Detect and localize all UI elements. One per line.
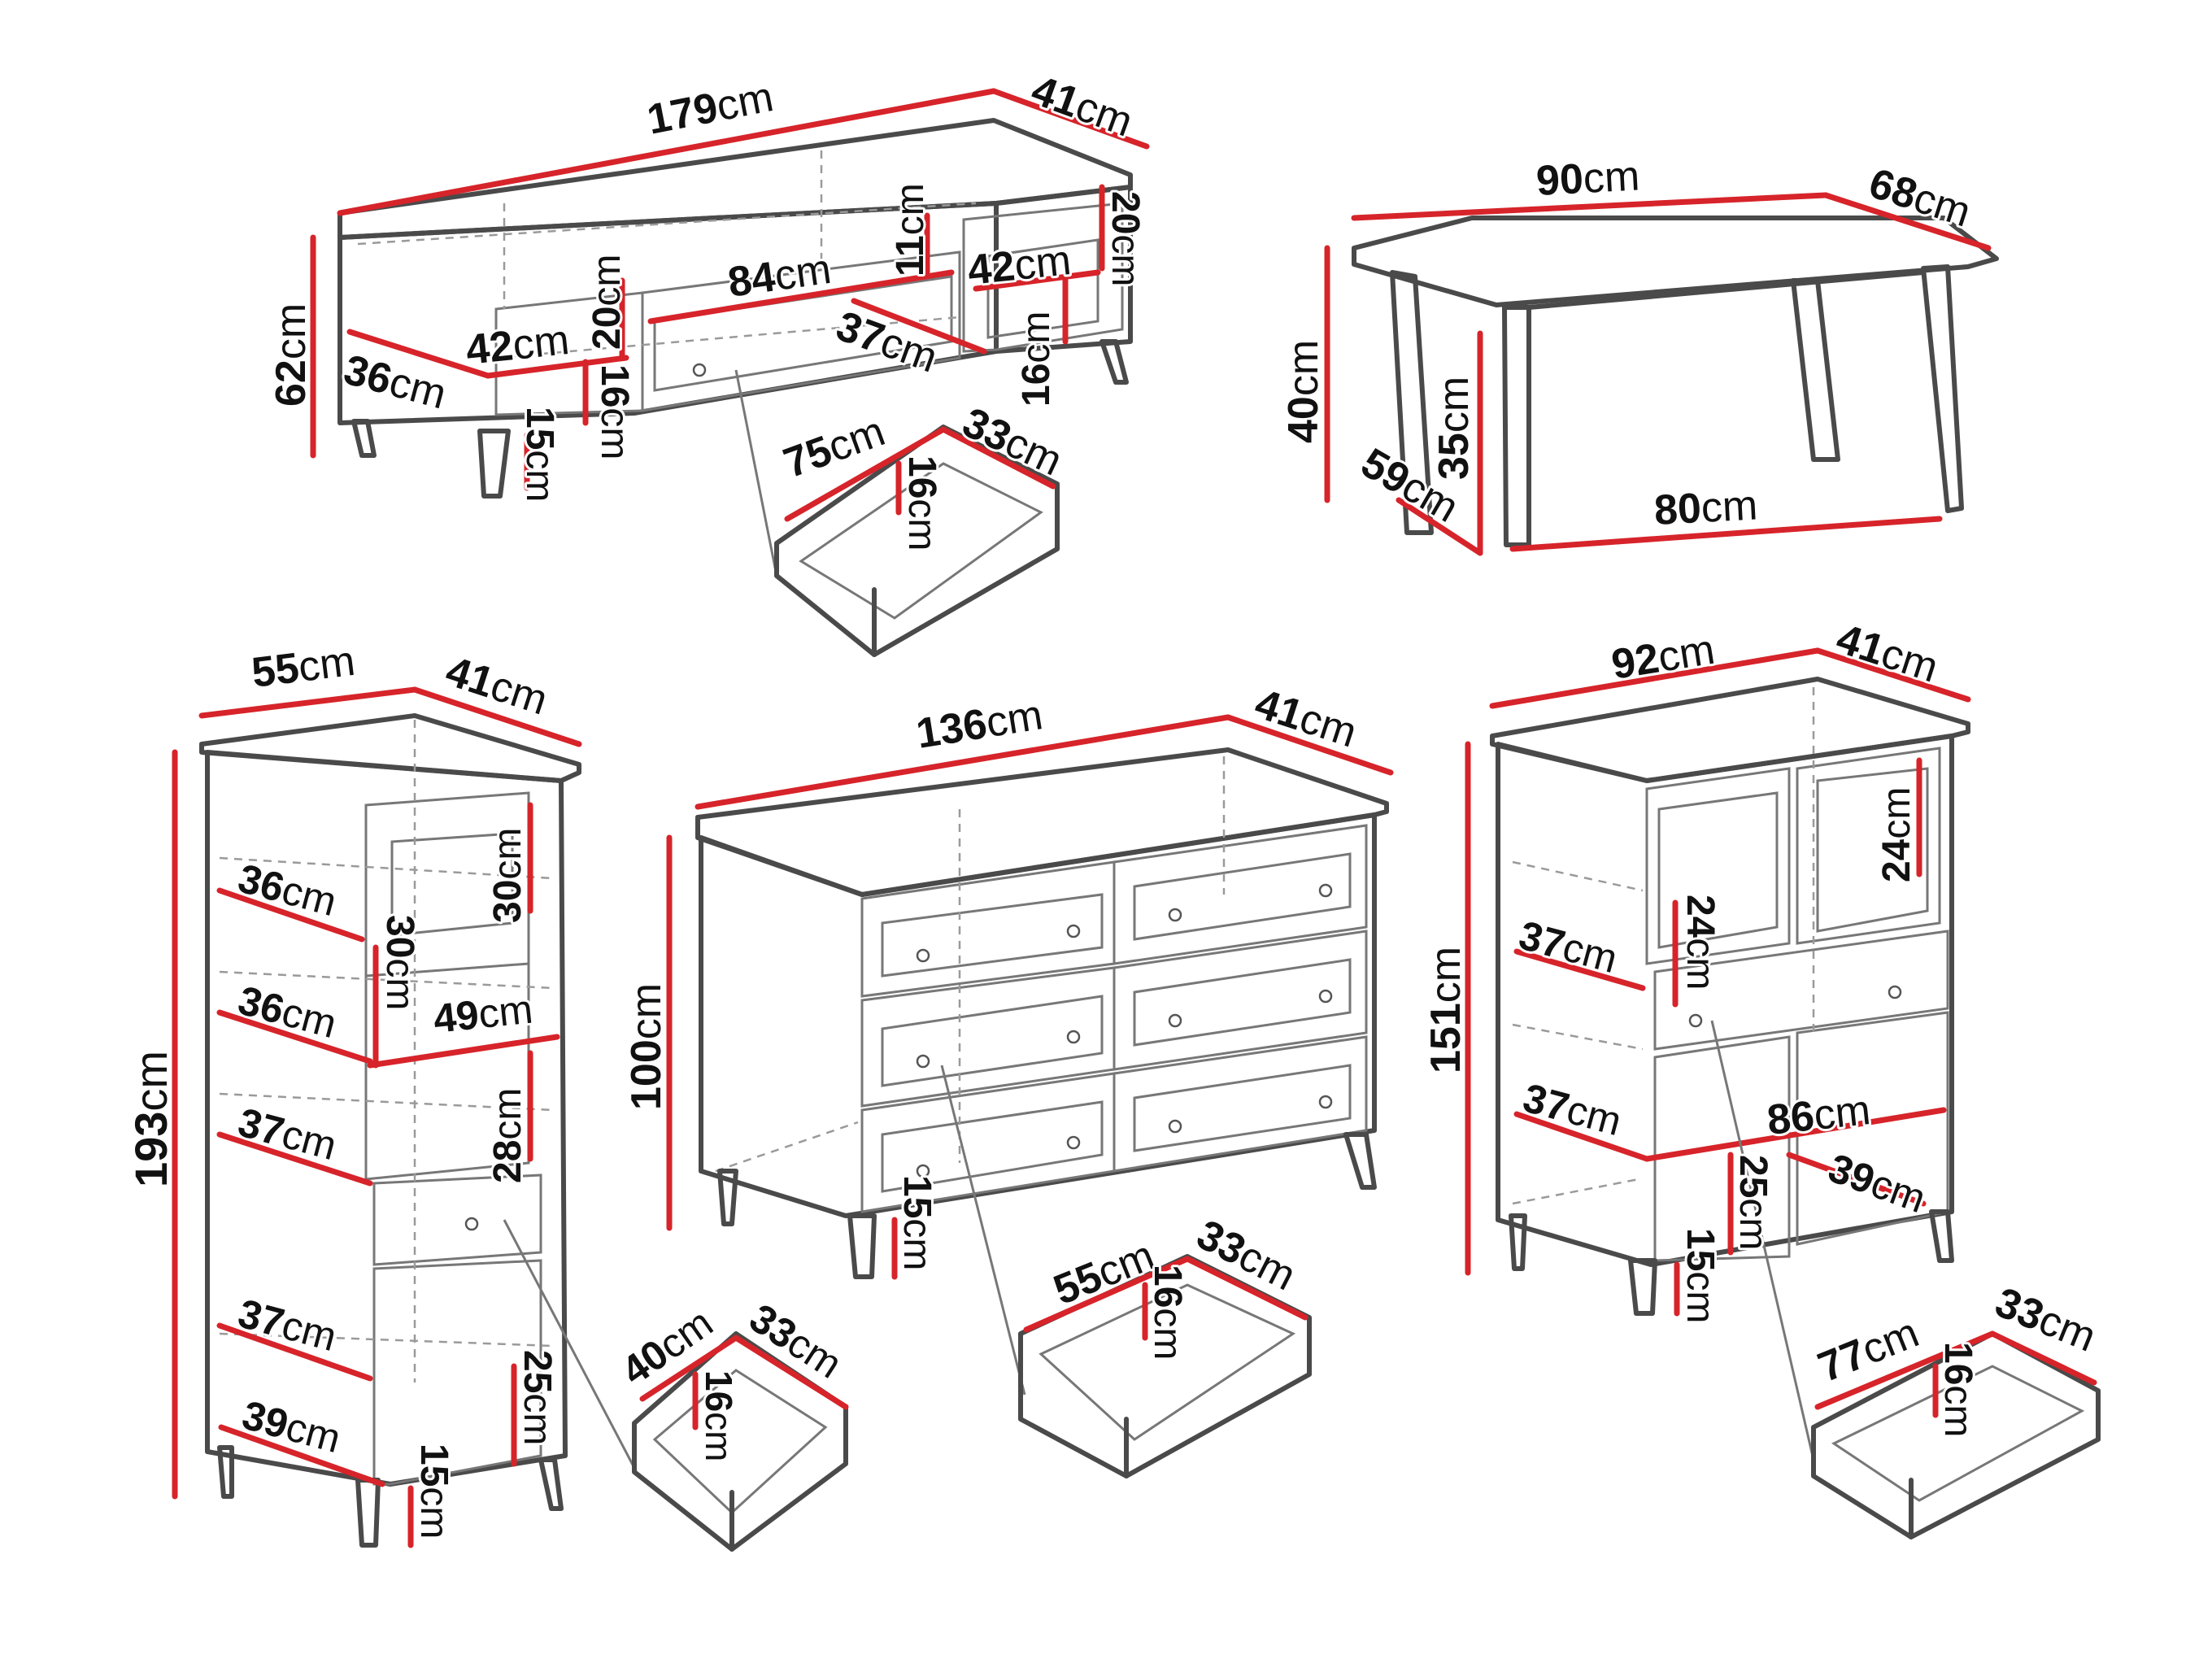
sideboard-lower-depth-label: 39cm xyxy=(1822,1145,1931,1221)
table-height-label: 40cm xyxy=(1280,340,1327,443)
dresser-leg-1 xyxy=(717,1169,738,1226)
cabinet-height-label: 193cm xyxy=(125,1051,176,1187)
tv-stand: 179cm 41cm 62cm 36cm 42cm 20cm 16cm 15cm… xyxy=(265,64,1150,657)
sideboard-depth-label: 41cm xyxy=(1831,615,1944,691)
tv-center-top-label: 11cm xyxy=(889,183,932,276)
sideboard-height-label: 151cm xyxy=(1422,947,1470,1073)
tv-stand-body xyxy=(337,185,1133,425)
tv-depth-line xyxy=(991,88,1150,150)
sideboard-inner-width-label: 86cm xyxy=(1765,1086,1873,1144)
cabinet-glass-top-label: 30cm xyxy=(486,828,529,923)
cabinet-drawer xyxy=(632,1331,848,1552)
tv-side-width-right-label: 42cm xyxy=(965,237,1073,294)
tv-side-height-label: 20cm xyxy=(586,255,629,350)
sideboard-drawer-height-label: 16cm xyxy=(1936,1342,1979,1437)
tv-width-label: 179cm xyxy=(643,73,777,144)
coffee-table-top xyxy=(1352,216,1999,307)
tv-depth-label: 41cm xyxy=(1025,67,1139,146)
cabinet-lower-height-label: 25cm xyxy=(516,1350,559,1445)
tv-leg-2 xyxy=(477,429,511,499)
sideboard-leg-3 xyxy=(1929,1209,1954,1263)
sideboard-shelf1-label: 37cm xyxy=(1514,912,1622,982)
sideboard-leg-2 xyxy=(1628,1258,1657,1316)
tv-drawer-front-right-label: 16cm xyxy=(1015,311,1058,407)
dresser-height-label: 100cm xyxy=(623,983,670,1110)
cabinet-top xyxy=(199,713,581,783)
table-leg-1 xyxy=(1390,270,1434,535)
dresser: 136cm 41cm 100cm 15cm 55cm 33cm 16cm xyxy=(620,677,1394,1478)
sideboard-upper-left-label: 24cm xyxy=(1679,895,1722,990)
dresser-leg-2 xyxy=(847,1213,877,1279)
sideboard-upper-right-label: 24cm xyxy=(1875,787,1918,882)
cabinet-body xyxy=(205,750,568,1487)
table-leg-3 xyxy=(1791,278,1840,462)
tv-leg-1 xyxy=(351,419,377,458)
tv-center-width-label: 84cm xyxy=(725,246,834,307)
table-leg-2 xyxy=(1502,305,1531,547)
tv-drawer-height-label: 16cm xyxy=(900,455,943,551)
dresser-drawer-height-label: 16cm xyxy=(1146,1265,1189,1360)
dresser-body xyxy=(699,812,1377,1218)
table-inner-height-label: 35cm xyxy=(1430,377,1478,480)
dresser-leg-3 xyxy=(1343,1132,1377,1190)
coffee-table: 90cm 68cm 40cm 35cm 59cm 80cm xyxy=(1278,150,1999,556)
cabinet-leg-1 xyxy=(217,1445,234,1499)
tv-side-width-label: 42cm xyxy=(464,316,572,374)
sideboard-drawer-depth-label: 33cm xyxy=(1989,1278,2103,1361)
tv-width-line xyxy=(337,88,997,216)
sideboard-body xyxy=(1496,734,1954,1267)
table-leg-4 xyxy=(1921,264,1964,513)
sideboard-leg-1 xyxy=(1509,1213,1527,1271)
sideboard-width-label: 92cm xyxy=(1609,626,1718,689)
tv-drawer-front-label: 16cm xyxy=(593,364,636,459)
cabinet-inner-width-label: 49cm xyxy=(431,986,534,1041)
sideboard-lower-height-label: 25cm xyxy=(1731,1155,1774,1250)
table-width-label: 90cm xyxy=(1535,152,1641,205)
cabinet-glass-low-label: 28cm xyxy=(486,1088,529,1183)
cabinet-width-label: 55cm xyxy=(249,638,357,697)
tv-drawer-depth-label: 33cm xyxy=(956,398,1069,485)
cabinet-glass-mid-label: 30cm xyxy=(378,915,421,1010)
sideboard-leg-label: 15cm xyxy=(1679,1228,1722,1323)
dresser-width-label: 136cm xyxy=(913,691,1046,758)
tv-leg-3 xyxy=(1099,339,1129,385)
cabinet-leg-label: 15cm xyxy=(412,1443,455,1539)
cabinet-leg-2 xyxy=(355,1478,381,1548)
table-inner-width-label: 80cm xyxy=(1653,481,1759,534)
dresser-leg-label: 15cm xyxy=(895,1175,938,1270)
tv-leg-label: 15cm xyxy=(518,407,561,502)
tv-side-height-right-label: 20cm xyxy=(1104,191,1147,286)
tall-cabinet: 55cm 41cm 193cm 36cm 36cm 37cm 37cm 39cm… xyxy=(123,635,852,1552)
cabinet-leg-3 xyxy=(538,1457,564,1511)
cabinet-depth-label: 41cm xyxy=(440,647,553,724)
tv-height-label: 62cm xyxy=(268,303,315,407)
cabinet-drawer-height-label: 16cm xyxy=(698,1370,740,1462)
sideboard: 92cm 41cm 151cm 37cm 37cm 24cm 24cm 86cm… xyxy=(1420,612,2105,1539)
